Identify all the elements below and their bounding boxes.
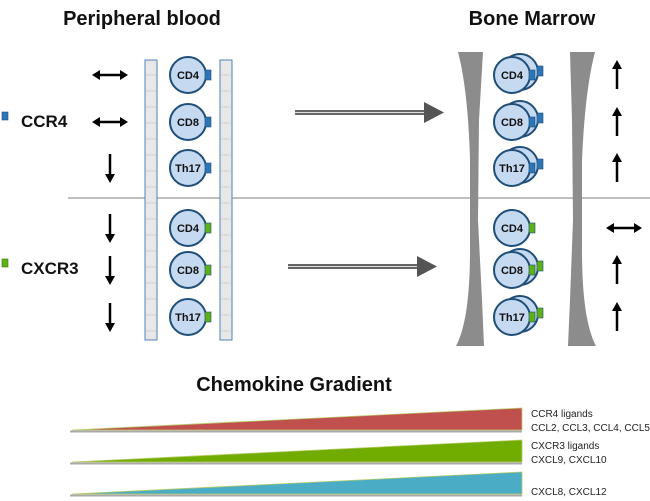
peripheral-ccr4-cd4-bidirectional-arrow-icon <box>92 70 128 80</box>
cxcr3-label: CXCR3 <box>21 259 79 278</box>
migration-arrow-cxcr3 <box>288 256 437 277</box>
peripheral-ccr4-cd8-bidirectional-arrow-icon <box>92 117 128 127</box>
gradient-label: CCR4 ligands <box>531 409 593 420</box>
receptor-legend-cxcr3: CXCR3 <box>1 258 79 278</box>
peripheral-ccr4-th17-cell: Th17 <box>169 149 212 187</box>
marrow-ccr4-cd4-up-arrow-icon <box>612 60 622 89</box>
gradient-shape <box>71 407 523 431</box>
gradient-label: CXCL8, CXCL12 <box>531 487 607 498</box>
receptor-icon <box>528 264 536 276</box>
receptor-icon <box>536 112 544 124</box>
peripheral-ccr4-th17-down-arrow-icon <box>105 154 115 183</box>
marrow-ccr4-cd8-up-arrow-icon <box>612 107 622 136</box>
gradient-shape <box>71 471 523 495</box>
receptor-icon <box>528 311 536 323</box>
receptor-icon <box>536 307 544 319</box>
peripheral-cxcr3-th17-cell: Th17 <box>169 298 212 336</box>
peripheral-ccr4-cd8-cell: CD8 <box>169 103 212 141</box>
vessel-wall-right <box>219 59 233 341</box>
peripheral-cxcr3-th17-down-arrow-icon <box>105 303 115 332</box>
cell-label: CD4 <box>177 70 200 82</box>
cell-label: CD8 <box>177 117 199 129</box>
receptor-icon <box>204 116 212 128</box>
receptor-icon <box>204 264 212 276</box>
peripheral-cxcr3-cd4-cell: CD4 <box>169 209 212 247</box>
peripheral-cxcr3-cd4-down-arrow-icon <box>105 214 115 243</box>
ccr4-receptor-icon <box>1 111 9 121</box>
marrow-cxcr3-cd4-cell: CD4 <box>493 209 536 247</box>
receptor-legend-ccr4: CCR4 <box>1 111 68 131</box>
marrow-cxcr3-cd8-cell: CD8 <box>493 248 544 289</box>
receptor-icon <box>204 69 212 81</box>
marrow-wall-right <box>568 52 596 346</box>
marrow-ccr4-th17-cell: Th17 <box>493 146 544 187</box>
marrow-ccr4-th17-up-arrow-icon <box>612 153 622 182</box>
marrow-cxcr3-th17-cell: Th17 <box>493 295 544 336</box>
cell-label: CD4 <box>501 70 524 82</box>
chemokine-gradient-title: Chemokine Gradient <box>196 374 392 396</box>
cxcr3-receptor-icon <box>1 258 9 268</box>
cell-label: Th17 <box>175 312 201 324</box>
bone-marrow-title: Bone Marrow <box>469 8 596 30</box>
cell-label: Th17 <box>499 163 525 175</box>
marrow-wall-left <box>456 52 484 346</box>
vessel-wall-left <box>144 59 158 341</box>
peripheral-ccr4-cd4-cell: CD4 <box>169 56 212 94</box>
gradient-wedge-2: CXCL8, CXCL12 <box>70 471 607 498</box>
gradient-shape <box>71 439 523 463</box>
peripheral-blood-title: Peripheral blood <box>63 8 221 30</box>
cell-label: CD8 <box>501 265 523 277</box>
marrow-cxcr3-cd4-bidirectional-arrow-icon <box>606 223 642 233</box>
cell-label: CD8 <box>177 265 199 277</box>
gradient-label: CXCL9, CXCL10 <box>531 455 607 466</box>
bone-marrow-sinus <box>456 52 596 346</box>
receptor-icon <box>204 311 212 323</box>
marrow-cxcr3-th17-up-arrow-icon <box>612 302 622 331</box>
migration-arrow-ccr4 <box>295 102 444 123</box>
receptor-icon <box>536 65 544 77</box>
receptor-icon <box>528 116 536 128</box>
receptor-icon <box>528 162 536 174</box>
receptor-icon <box>528 222 536 234</box>
blood-vessel <box>144 59 233 341</box>
gradient-label: CXCR3 ligands <box>531 441 599 452</box>
marrow-ccr4-cd8-cell: CD8 <box>493 100 544 141</box>
receptor-icon <box>528 69 536 81</box>
cell-label: CD4 <box>177 223 200 235</box>
receptor-icon <box>204 162 212 174</box>
cell-label: CD4 <box>501 223 524 235</box>
peripheral-cxcr3-cd8-down-arrow-icon <box>105 256 115 285</box>
cell-label: CD8 <box>501 117 523 129</box>
marrow-ccr4-cd4-cell: CD4 <box>493 53 544 94</box>
receptor-icon <box>536 260 544 272</box>
receptor-icon <box>204 222 212 234</box>
cell-label: Th17 <box>499 312 525 324</box>
ccr4-label: CCR4 <box>21 112 68 131</box>
cell-label: Th17 <box>175 163 201 175</box>
marrow-cxcr3-cd8-up-arrow-icon <box>612 255 622 284</box>
gradient-label: CCL2, CCL3, CCL4, CCL5 <box>531 423 650 434</box>
peripheral-cxcr3-cd8-cell: CD8 <box>169 251 212 289</box>
receptor-icon <box>536 158 544 170</box>
